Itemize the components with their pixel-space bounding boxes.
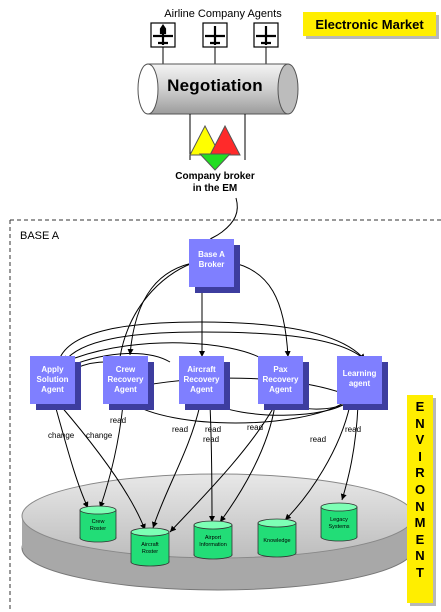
airplane-icon [150,22,176,48]
environment-letter: T [416,564,424,580]
agent-base-a-broker: Base A Broker [189,239,240,293]
agents-title: Airline Company Agents [164,8,282,20]
agent-aircraft-recovery: Aircraft Recovery Agent [179,356,230,410]
edge-label-change: change [86,431,113,440]
svg-text:Recovery: Recovery [262,375,299,384]
environment-letter: I [418,448,422,464]
svg-text:Agent: Agent [114,385,137,394]
environment-letter: N [415,498,425,514]
svg-text:Legacy: Legacy [330,517,348,523]
environment-letter: E [415,399,425,414]
environment-label: E N V I R O N M E N T [407,395,433,603]
agent-crew-recovery: Crew Recovery Agent [103,356,154,410]
negotiation-label: Negotiation [167,76,263,95]
database-knowledge: Knowledge [257,518,297,558]
edge-label-read: read [172,425,188,434]
svg-text:Information: Information [199,542,227,548]
environment-letter: E [415,531,425,547]
svg-text:Crew: Crew [116,365,136,374]
svg-text:Aircraft: Aircraft [141,542,159,548]
edge-label-read: read [205,425,221,434]
svg-text:Recovery: Recovery [107,375,144,384]
svg-text:Pax: Pax [273,365,288,374]
svg-text:Roster: Roster [142,549,158,555]
environment-letter: V [415,432,425,448]
svg-text:Agent: Agent [269,385,292,394]
database-aircraft-roster: Aircraft Roster [130,527,170,567]
database-airport-information: Airport Information [193,520,233,560]
svg-text:Broker: Broker [199,260,225,269]
company-broker-label: Company broker in the EM [160,171,270,195]
company-broker-logo [189,124,241,171]
agent-apply-solution: Apply Solution Agent [30,356,81,410]
environment-letter: O [414,481,426,497]
edge-label-read: read [345,425,361,434]
environment-letter: N [415,415,425,431]
electronic-market-label: Electronic Market [303,12,436,36]
svg-text:Agent: Agent [190,385,213,394]
agent-learning: Learning agent [337,356,388,410]
environment-letter: R [415,465,425,481]
svg-text:Agent: Agent [41,385,64,394]
airplane-icon [253,22,279,48]
edge-label-read: read [310,435,326,444]
environment-letter: M [414,515,426,531]
edge-label-read: read [110,416,126,425]
database-legacy-systems: Legacy Systems [320,502,358,542]
base-label: BASE A [20,230,60,242]
agent-pax-recovery: Pax Recovery Agent [258,356,309,410]
svg-text:Knowledge: Knowledge [263,538,290,544]
svg-text:Crew: Crew [92,519,105,525]
svg-text:Base A: Base A [198,250,225,259]
svg-text:Solution: Solution [37,375,69,384]
svg-text:Systems: Systems [328,524,349,530]
svg-text:Apply: Apply [41,365,64,374]
svg-text:Roster: Roster [90,526,106,532]
svg-text:Aircraft: Aircraft [187,365,216,374]
edge-label-read: read [203,435,219,444]
company-broker-line2: in the EM [192,183,238,194]
svg-text:Learning: Learning [343,369,377,378]
svg-text:Airport: Airport [205,535,222,541]
company-broker-line1: Company broker [175,171,255,182]
environment-letter: N [415,548,425,564]
svg-text:Recovery: Recovery [183,375,220,384]
edge-label-read: read [247,423,263,432]
database-crew-roster: Crew Roster [79,505,117,543]
airplane-icon [202,22,228,48]
svg-text:agent: agent [349,379,371,388]
negotiation-pipe [137,63,299,115]
edge-label-change: change [48,431,75,440]
